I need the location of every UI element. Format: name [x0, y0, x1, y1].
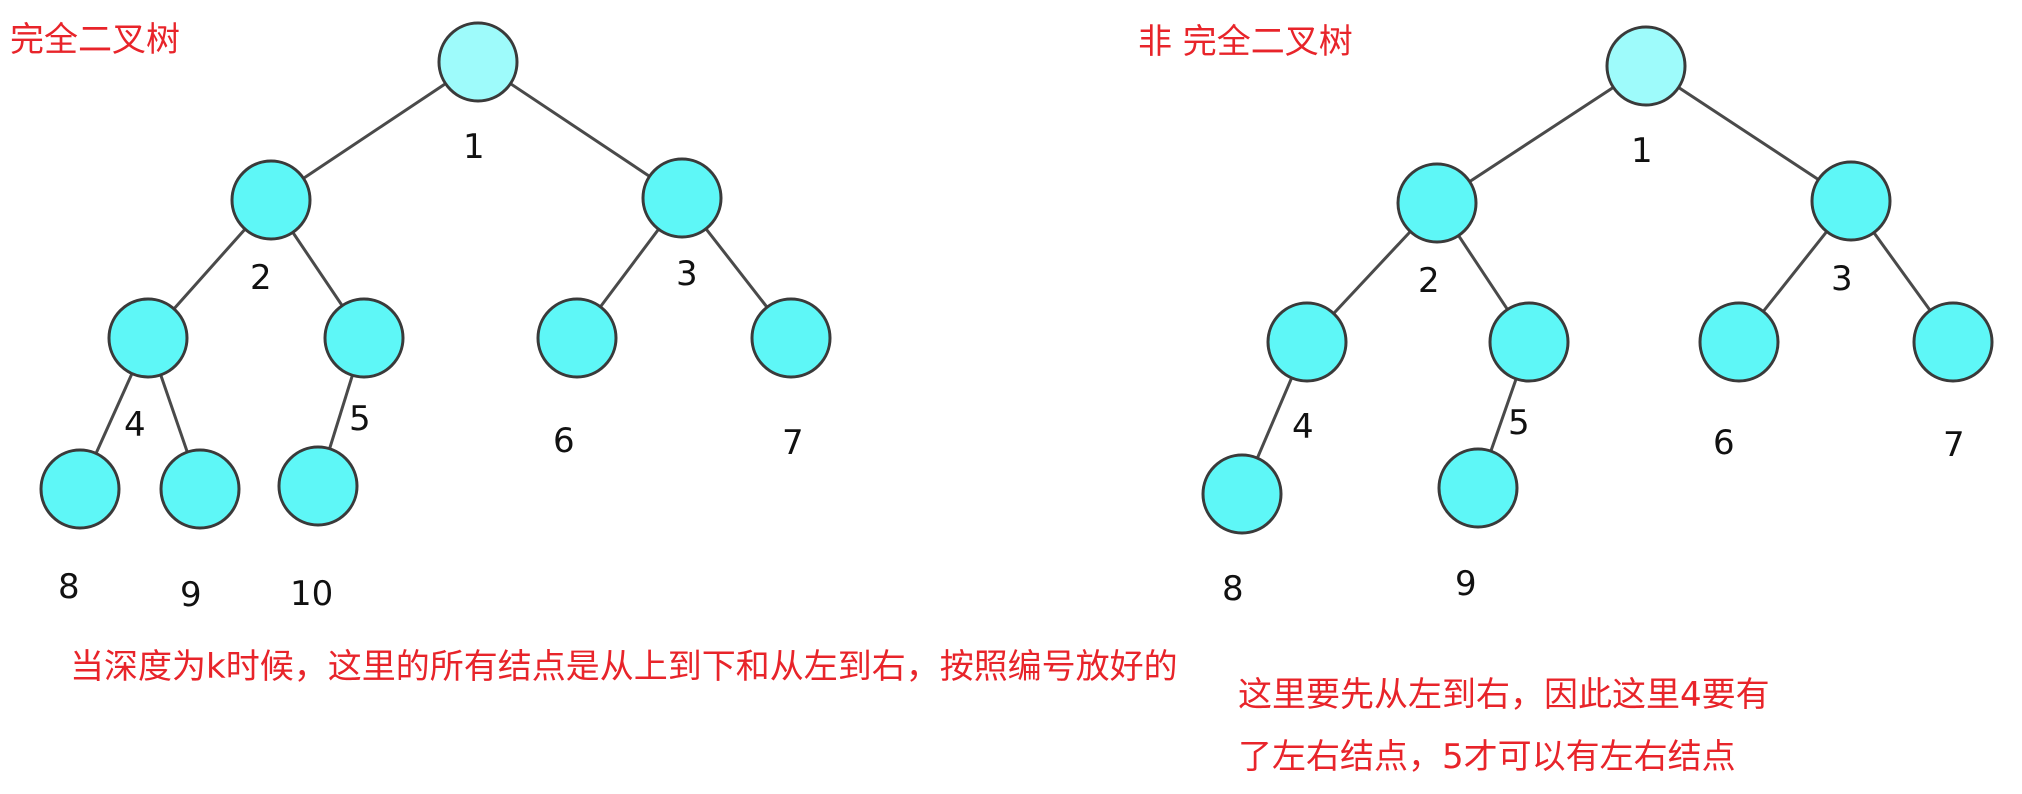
left-node-7: [750, 297, 832, 379]
right-node-9: [1437, 447, 1519, 529]
right-node-label-8: 8: [1222, 569, 1244, 609]
left-tree-nodes: 1 2 3 4 5 6 7 8 9 10: [39, 21, 832, 615]
left-node-label-1: 1: [463, 127, 485, 167]
right-node-label-6: 6: [1713, 423, 1735, 463]
right-node-1: [1605, 25, 1687, 107]
left-node-label-2: 2: [250, 258, 272, 298]
right-node-label-3: 3: [1831, 259, 1853, 299]
right-node-5: [1488, 301, 1570, 383]
left-node-label-8: 8: [58, 567, 80, 607]
left-node-label-5: 5: [349, 399, 371, 439]
right-node-label-7: 7: [1943, 425, 1965, 465]
left-node-5: [323, 297, 405, 379]
right-tree-title: 非 完全二叉树: [1138, 22, 1353, 62]
left-node-2: [230, 159, 312, 241]
right-node-3: [1810, 160, 1892, 242]
left-node-3: [641, 157, 723, 239]
right-node-label-4: 4: [1292, 407, 1314, 447]
left-node-9: [159, 448, 241, 530]
left-node-label-3: 3: [676, 254, 698, 294]
left-tree-title: 完全二叉树: [10, 20, 180, 60]
right-node-label-2: 2: [1418, 261, 1440, 301]
left-node-1: [437, 21, 519, 103]
left-node-label-4: 4: [124, 405, 146, 445]
right-node-label-5: 5: [1508, 403, 1530, 443]
right-node-label-9: 9: [1455, 564, 1477, 604]
right-node-2: [1396, 162, 1478, 244]
right-edge-1-3: [1645, 64, 1852, 203]
left-node-6: [536, 297, 618, 379]
left-tree-note: 当深度为k时候，这里的所有结点是从上到下和从左到右，按照编号放好的: [70, 647, 1178, 687]
right-node-4: [1266, 301, 1348, 383]
left-node-label-10: 10: [290, 574, 333, 614]
left-node-label-7: 7: [782, 423, 804, 463]
left-node-10: [277, 445, 359, 527]
left-edge-1-3: [477, 60, 683, 200]
right-node-7: [1912, 301, 1994, 383]
left-edge-1-2: [270, 60, 479, 202]
right-tree-note-line-2: 了左右结点，5才可以有左右结点: [1238, 737, 1736, 777]
left-node-label-6: 6: [553, 421, 575, 461]
left-node-8: [39, 448, 121, 530]
left-node-label-9: 9: [180, 575, 202, 615]
left-node-4: [107, 297, 189, 379]
right-tree-note-line-1: 这里要先从左到右，因此这里4要有: [1238, 675, 1770, 715]
right-node-6: [1698, 301, 1780, 383]
right-node-label-1: 1: [1631, 131, 1653, 171]
right-tree-nodes: 1 2 3 4 5 6 7 8 9: [1201, 25, 1994, 609]
right-edge-1-2: [1436, 64, 1647, 205]
right-node-8: [1201, 453, 1283, 535]
